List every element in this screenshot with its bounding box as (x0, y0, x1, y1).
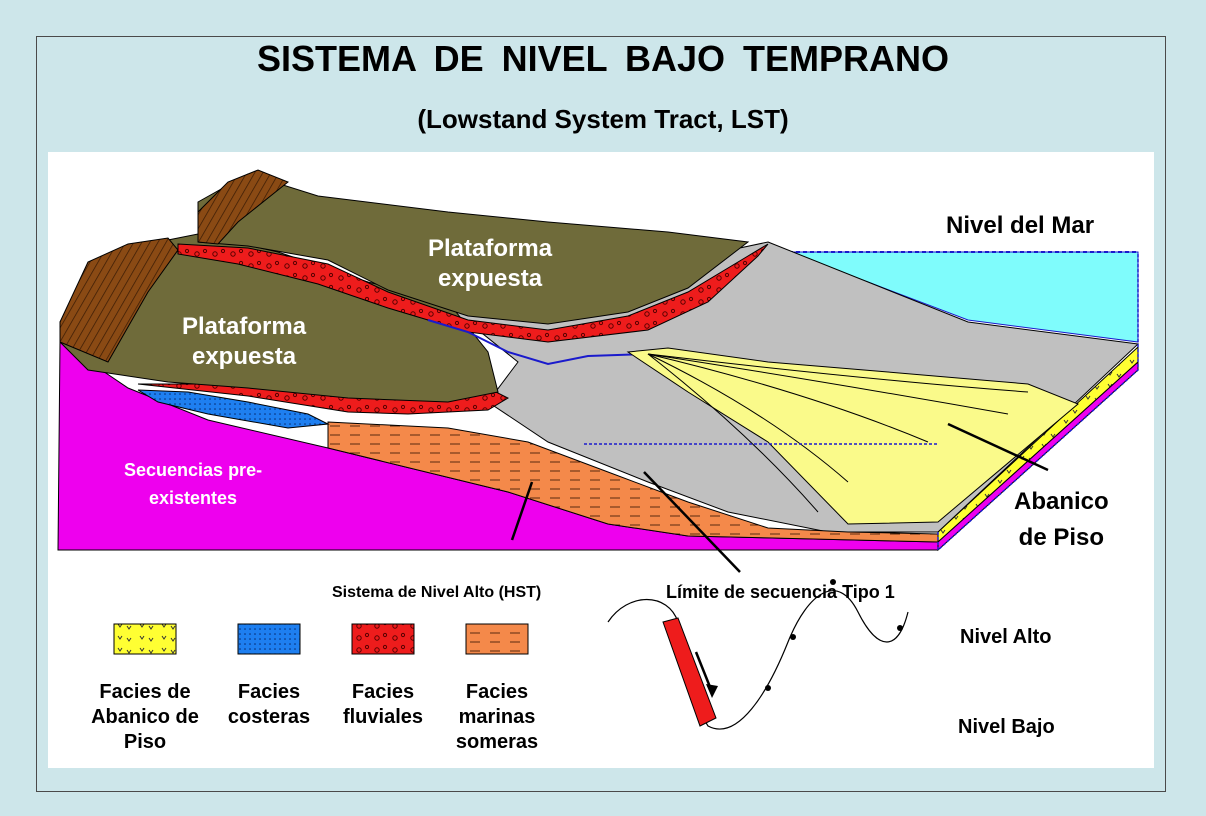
river-channel (427, 319, 649, 366)
block-diagram (57, 169, 1140, 730)
secuencias-line2: existentes (149, 488, 238, 508)
block-edge-right (937, 252, 1139, 552)
legend-swatch-fluvial (351, 623, 415, 655)
limite-label: Límite de secuencia Tipo 1 (666, 582, 895, 602)
diagram-subtitle: (Lowstand System Tract, LST) (417, 104, 789, 134)
legend-swatch-fan (113, 623, 177, 655)
legend-swatch-marine (465, 623, 529, 655)
plataforma-upper-label: Plataforma expuesta (428, 234, 552, 294)
curve-markers (765, 579, 903, 691)
curve-red-segment (662, 617, 717, 727)
abanico-line2: de Piso (1018, 524, 1105, 551)
sea-level-curve (607, 590, 909, 730)
legend-swatch-coastal (237, 623, 301, 655)
hst-label: Sistema de Nivel Alto (HST) (332, 584, 542, 601)
upper-cliff (197, 169, 289, 245)
hst-leader (510, 481, 534, 541)
diagram-title: SISTEMA DE NIVEL BAJO TEMPRANO (256, 38, 950, 79)
shallow-marine-wedge (327, 421, 939, 543)
abanico-line1: Abanico (1014, 488, 1109, 515)
fan-lines (647, 353, 1029, 513)
diagram-panel: Plataforma expuesta Plataforma expuesta … (48, 152, 1154, 768)
legend-label-marine: Facies marinas someras (455, 681, 539, 753)
upper-platform (197, 173, 750, 325)
lower-platform (59, 233, 499, 403)
nivel-bajo-label: Nivel Bajo (958, 716, 1055, 738)
secuencias-label: Secuencias pre- existentes (124, 456, 262, 512)
plataforma-upper-line2: expuesta (437, 265, 543, 292)
plataforma-upper-line1: Plataforma (428, 235, 553, 262)
secuencias-line1: Secuencias pre- (124, 460, 263, 480)
coastal-facies (137, 389, 330, 429)
plataforma-lower-line1: Plataforma (182, 313, 307, 340)
fluvial-upper (177, 243, 769, 343)
legend-label-fluvial: Facies fluviales (342, 681, 424, 728)
limite-leader (643, 471, 741, 573)
curve-arrowhead (706, 684, 718, 698)
nivel-del-mar-label: Nivel del Mar (946, 212, 1095, 239)
legend-label-coastal: Facies costeras (227, 681, 311, 728)
plataforma-lower-line2: expuesta (191, 343, 297, 370)
plataforma-lower-label: Plataforma expuesta (182, 312, 306, 372)
nivel-alto-label: Nivel Alto (960, 626, 1052, 648)
abanico-leader (947, 422, 1049, 472)
basin-floor-fan (626, 347, 1079, 525)
legend-label-fan: Facies de Abanico de Piso (91, 681, 199, 753)
abanico-label: Abanico de Piso (1014, 484, 1109, 556)
